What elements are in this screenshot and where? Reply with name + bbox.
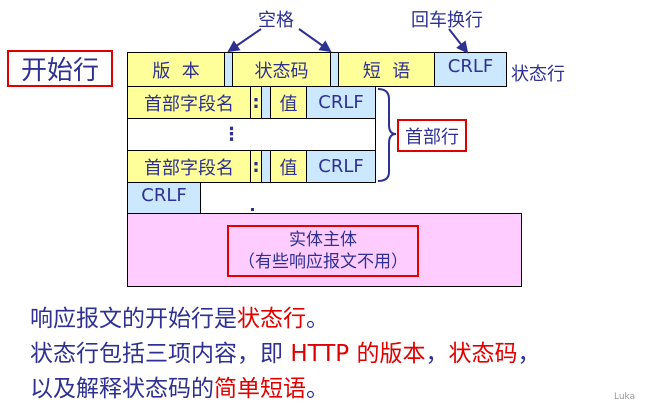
status-line-label: 状态行 (511, 64, 565, 85)
header-field-name: 首部字段名 (127, 150, 251, 183)
dot-marker (251, 208, 254, 211)
entity-body-title: 实体主体 (289, 230, 357, 250)
header-brace (377, 88, 397, 182)
header-label: 首部行 (405, 126, 459, 148)
description-line-3: 以及解释状态码的简单短语。 (30, 376, 329, 402)
status-line-phrase: 短 语 (338, 52, 435, 87)
space-arrow-right (298, 28, 332, 53)
header-value: 值 (270, 86, 307, 119)
crlf-arrow (448, 28, 469, 54)
header-label-box: 首部行 (397, 119, 467, 152)
space-arrow-left (227, 28, 262, 53)
entity-body-note: （有些响应报文不用） (238, 252, 408, 272)
status-line-crlf: CRLF (434, 52, 507, 87)
status-line-version: 版 本 (127, 52, 225, 87)
entity-body-label-box: 实体主体 （有些响应报文不用） (227, 225, 419, 277)
start-line-label: 开始行 (20, 56, 99, 86)
header-colon: : (250, 150, 262, 183)
crlf-annotation-label: 回车换行 (411, 10, 483, 31)
header-field-name: 首部字段名 (127, 86, 251, 119)
start-line-label-box: 开始行 (7, 50, 113, 87)
space-label: 空格 (258, 10, 294, 31)
status-line-status-code: 状态码 (232, 52, 331, 87)
watermark: Luka (614, 392, 636, 402)
description-line-1: 响应报文的开始行是状态行。 (30, 306, 329, 332)
header-value: 值 (270, 150, 307, 183)
description-line-2: 状态行包括三项内容，即 HTTP 的版本，状态码， (30, 341, 541, 367)
header-crlf: CRLF (306, 150, 376, 183)
header-ellipsis-row: ⋮ (127, 118, 376, 151)
blank-line-crlf: CRLF (127, 182, 201, 214)
